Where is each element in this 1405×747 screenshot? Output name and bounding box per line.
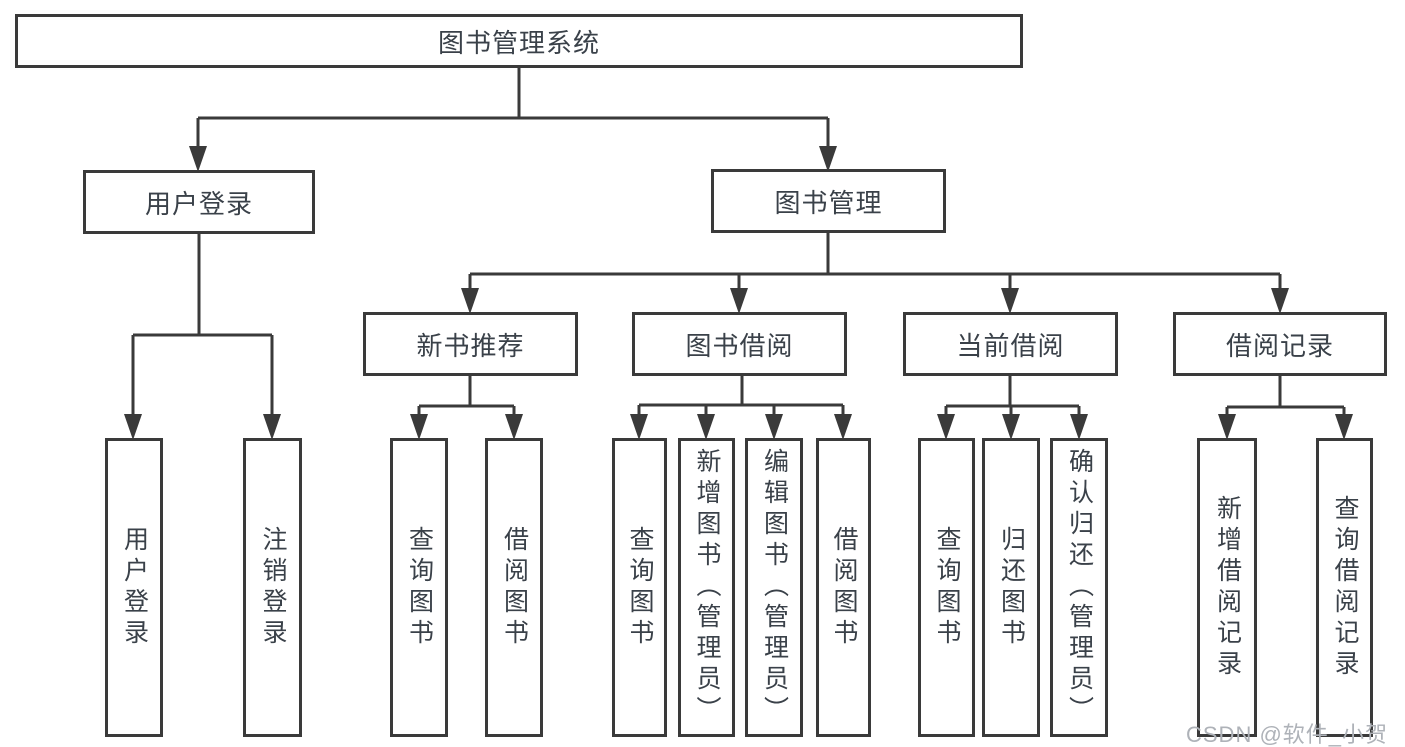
leaf-query-books-borrow: 查询图书 <box>612 438 667 737</box>
node-root-system: 图书管理系统 <box>15 14 1023 68</box>
leaf-query-books-recommend: 查询图书 <box>390 438 448 737</box>
leaf-return-book: 归还图书 <box>982 438 1040 737</box>
leaf-add-borrow-record: 新增借阅记录 <box>1197 438 1257 737</box>
node-book-borrow: 图书借阅 <box>632 312 847 376</box>
leaf-user-login: 用户登录 <box>105 438 163 737</box>
leaf-confirm-return-admin: 确认归还（管理员） <box>1050 438 1108 737</box>
arrowheads <box>124 146 1353 440</box>
leaf-add-book-admin: 新增图书（管理员） <box>678 438 735 737</box>
node-book-management: 图书管理 <box>711 169 946 233</box>
leaf-logout: 注销登录 <box>243 438 302 737</box>
node-current-borrow: 当前借阅 <box>903 312 1118 376</box>
leaf-query-books-current: 查询图书 <box>918 438 975 737</box>
csdn-watermark: CSDN @软件_小贺同学 <box>1186 722 1389 747</box>
node-borrow-records: 借阅记录 <box>1173 312 1387 376</box>
leaf-borrow-books-recommend: 借阅图书 <box>485 438 543 737</box>
leaf-edit-book-admin: 编辑图书（管理员） <box>745 438 803 737</box>
leaf-borrow-books: 借阅图书 <box>816 438 871 737</box>
node-new-book-recommend: 新书推荐 <box>363 312 578 376</box>
leaf-query-borrow-record: 查询借阅记录 <box>1316 438 1373 737</box>
node-user-login: 用户登录 <box>83 170 315 234</box>
